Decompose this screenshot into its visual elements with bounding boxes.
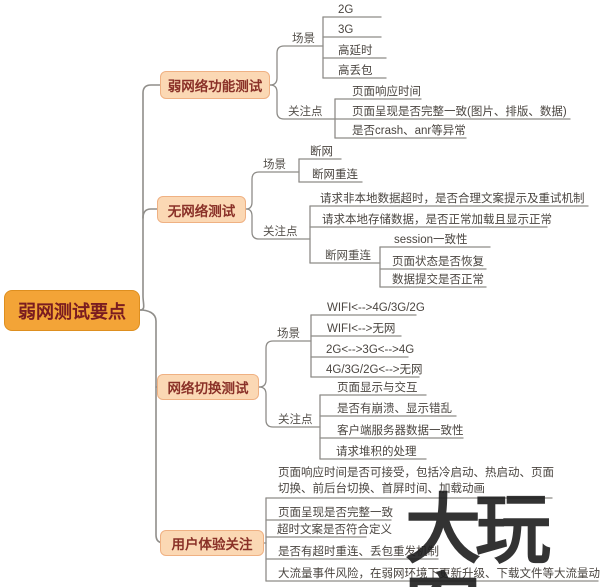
leaf-client-server-consistency[interactable]: 客户端服务器数据一致性 [337, 425, 464, 437]
leaf-3g[interactable]: 3G [338, 24, 354, 36]
leaf-session-consistency[interactable]: session一致性 [394, 234, 468, 246]
root-node[interactable]: 弱网测试要点 [4, 290, 140, 331]
leaf-timeout-copy-definition[interactable]: 超时文案是否符合定义 [277, 524, 392, 536]
branch-node-no-network[interactable]: 无网络测试 [157, 196, 246, 223]
leaf-page-render-complete[interactable]: 页面呈现是否完整一致(图片、排版、数据) [352, 106, 567, 118]
leaf-4g3g2g-nonet[interactable]: 4G/3G/2G<-->无网 [326, 364, 423, 376]
leaf-crash-display-error[interactable]: 是否有崩溃、显示错乱 [337, 403, 452, 415]
leaf-wifi-4g3g2g[interactable]: WIFI<-->4G/3G/2G [327, 302, 425, 314]
branch-node-weak-network-function[interactable]: 弱网络功能测试 [160, 71, 270, 99]
leaf-page-response-time[interactable]: 页面响应时间 [352, 86, 421, 98]
group-label-scene-3[interactable]: 场景 [277, 328, 300, 340]
leaf-large-traffic-risk[interactable]: 大流量事件风险，在弱网环境下更新升级、下载文件等大流量动作 [278, 568, 600, 580]
leaf-2g[interactable]: 2G [338, 4, 354, 16]
trunk-lines [139, 84, 165, 544]
group-label-scene-1[interactable]: 场景 [292, 33, 315, 45]
group-label-focus-1[interactable]: 关注点 [288, 106, 323, 118]
group-label-focus-2[interactable]: 关注点 [263, 226, 298, 238]
leaf-page-state-restore[interactable]: 页面状态是否恢复 [392, 256, 484, 268]
leaf-response-time-acceptable[interactable]: 页面响应时间是否可接受，包括冷启动、热启动、页面切换、前后台切换、首屏时间、加载… [278, 467, 554, 495]
leaf-data-submit-normal[interactable]: 数据提交是否正常 [392, 274, 484, 286]
leaf-wifi-nonet[interactable]: WIFI<-->无网 [327, 323, 396, 335]
leaf-2g3g4g[interactable]: 2G<-->3G<-->4G [326, 344, 415, 356]
subgroup-label-reconnect[interactable]: 断网重连 [325, 250, 371, 262]
leaf-nonlocal-data-timeout[interactable]: 请求非本地数据超时，是否合理文案提示及重试机制 [320, 193, 585, 205]
branch-node-network-switch[interactable]: 网络切换测试 [157, 374, 259, 400]
leaf-high-packet-loss[interactable]: 高丢包 [338, 65, 373, 77]
leaf-request-pile-handling[interactable]: 请求堆积的处理 [336, 446, 417, 458]
leaf-page-display-interaction[interactable]: 页面显示与交互 [337, 382, 418, 394]
leaf-render-complete-consistent[interactable]: 页面呈现是否完整一致 [278, 507, 393, 519]
branch-node-user-experience[interactable]: 用户体验关注 [160, 530, 264, 556]
group-label-scene-2[interactable]: 场景 [263, 159, 286, 171]
leaf-crash-anr[interactable]: 是否crash、anr等异常 [352, 125, 466, 137]
leaf-high-latency[interactable]: 高延时 [338, 45, 373, 57]
leaf-local-storage-data[interactable]: 请求本地存储数据，是否正常加载且显示正常 [322, 214, 552, 226]
watermark: 大玩客 [405, 485, 551, 587]
leaf-disconnect[interactable]: 断网 [310, 146, 333, 158]
leaf-disconnect-reconnect[interactable]: 断网重连 [312, 169, 358, 181]
group-label-focus-3[interactable]: 关注点 [278, 414, 313, 426]
leaf-timeout-reconnect-retry[interactable]: 是否有超时重连、丢包重发机制 [278, 546, 439, 558]
